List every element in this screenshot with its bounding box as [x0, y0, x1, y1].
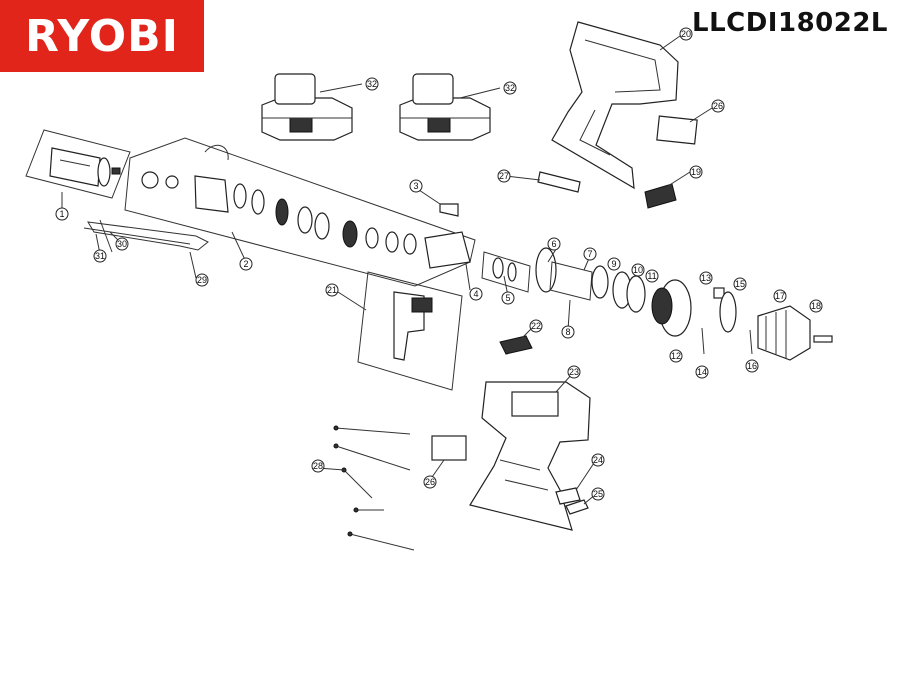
callout-3: 3: [413, 181, 418, 191]
chuck: [757, 305, 833, 361]
motor-assembly: [25, 129, 131, 199]
callout-31: 31: [95, 251, 105, 261]
wire-harness: [83, 219, 209, 253]
label-plate-bottom: [431, 435, 467, 461]
callout-9: 9: [611, 259, 616, 269]
battery-latch: [555, 487, 581, 505]
callout-23: 23: [569, 367, 579, 377]
callout-18: 18: [811, 301, 821, 311]
callout-32-left: 32: [367, 79, 377, 89]
latch-spring: [565, 499, 589, 515]
callout-17: 17: [775, 291, 785, 301]
callout-30: 30: [117, 239, 127, 249]
direction-lever: [499, 335, 533, 355]
callout-24: 24: [593, 455, 603, 465]
gearbox-assembly: [124, 137, 476, 287]
callout-8: 8: [565, 327, 570, 337]
screw-set: [333, 425, 415, 551]
housing-half-top: [551, 21, 679, 190]
callout-26-bottom: 26: [425, 477, 435, 487]
callout-22: 22: [531, 321, 541, 331]
spring-clip: [439, 203, 459, 217]
callout-19: 19: [691, 167, 701, 177]
ryobi-logo: RYOBI: [0, 0, 204, 72]
battery-pack-right: [399, 73, 491, 141]
callout-15: 15: [735, 279, 745, 289]
battery-pack-left: [261, 73, 353, 141]
logo-text: RYOBI: [24, 10, 180, 62]
callout-16: 16: [747, 361, 757, 371]
callout-10: 10: [633, 265, 643, 275]
callout-29: 29: [197, 275, 207, 285]
callout-32-right: 32: [505, 83, 515, 93]
callout-13: 13: [701, 273, 711, 283]
callout-26-top: 26: [713, 101, 723, 111]
callout-6: 6: [551, 239, 556, 249]
callout-27: 27: [499, 171, 509, 181]
callout-1: 1: [59, 209, 64, 219]
callout-7: 7: [587, 249, 592, 259]
label-plate-top: [656, 115, 698, 145]
callout-4: 4: [473, 289, 478, 299]
callout-11: 11: [647, 271, 656, 281]
callout-14: 14: [697, 367, 707, 377]
clutch-components: [481, 247, 753, 355]
callouts: 1 2 3 4 5 6 7 8 9 10 11 12 13 14 15 16 1…: [55, 27, 823, 501]
callout-2: 2: [243, 259, 248, 269]
callout-25: 25: [593, 489, 603, 499]
switch-module: [357, 271, 463, 391]
label-strip: [537, 171, 581, 193]
callout-20: 20: [681, 29, 691, 39]
model-number: LLCDI18022L: [692, 8, 888, 38]
callout-12: 12: [671, 351, 681, 361]
callout-5: 5: [505, 293, 510, 303]
callout-28: 28: [313, 461, 323, 471]
switch-button: [644, 183, 677, 209]
callout-21: 21: [327, 285, 337, 295]
